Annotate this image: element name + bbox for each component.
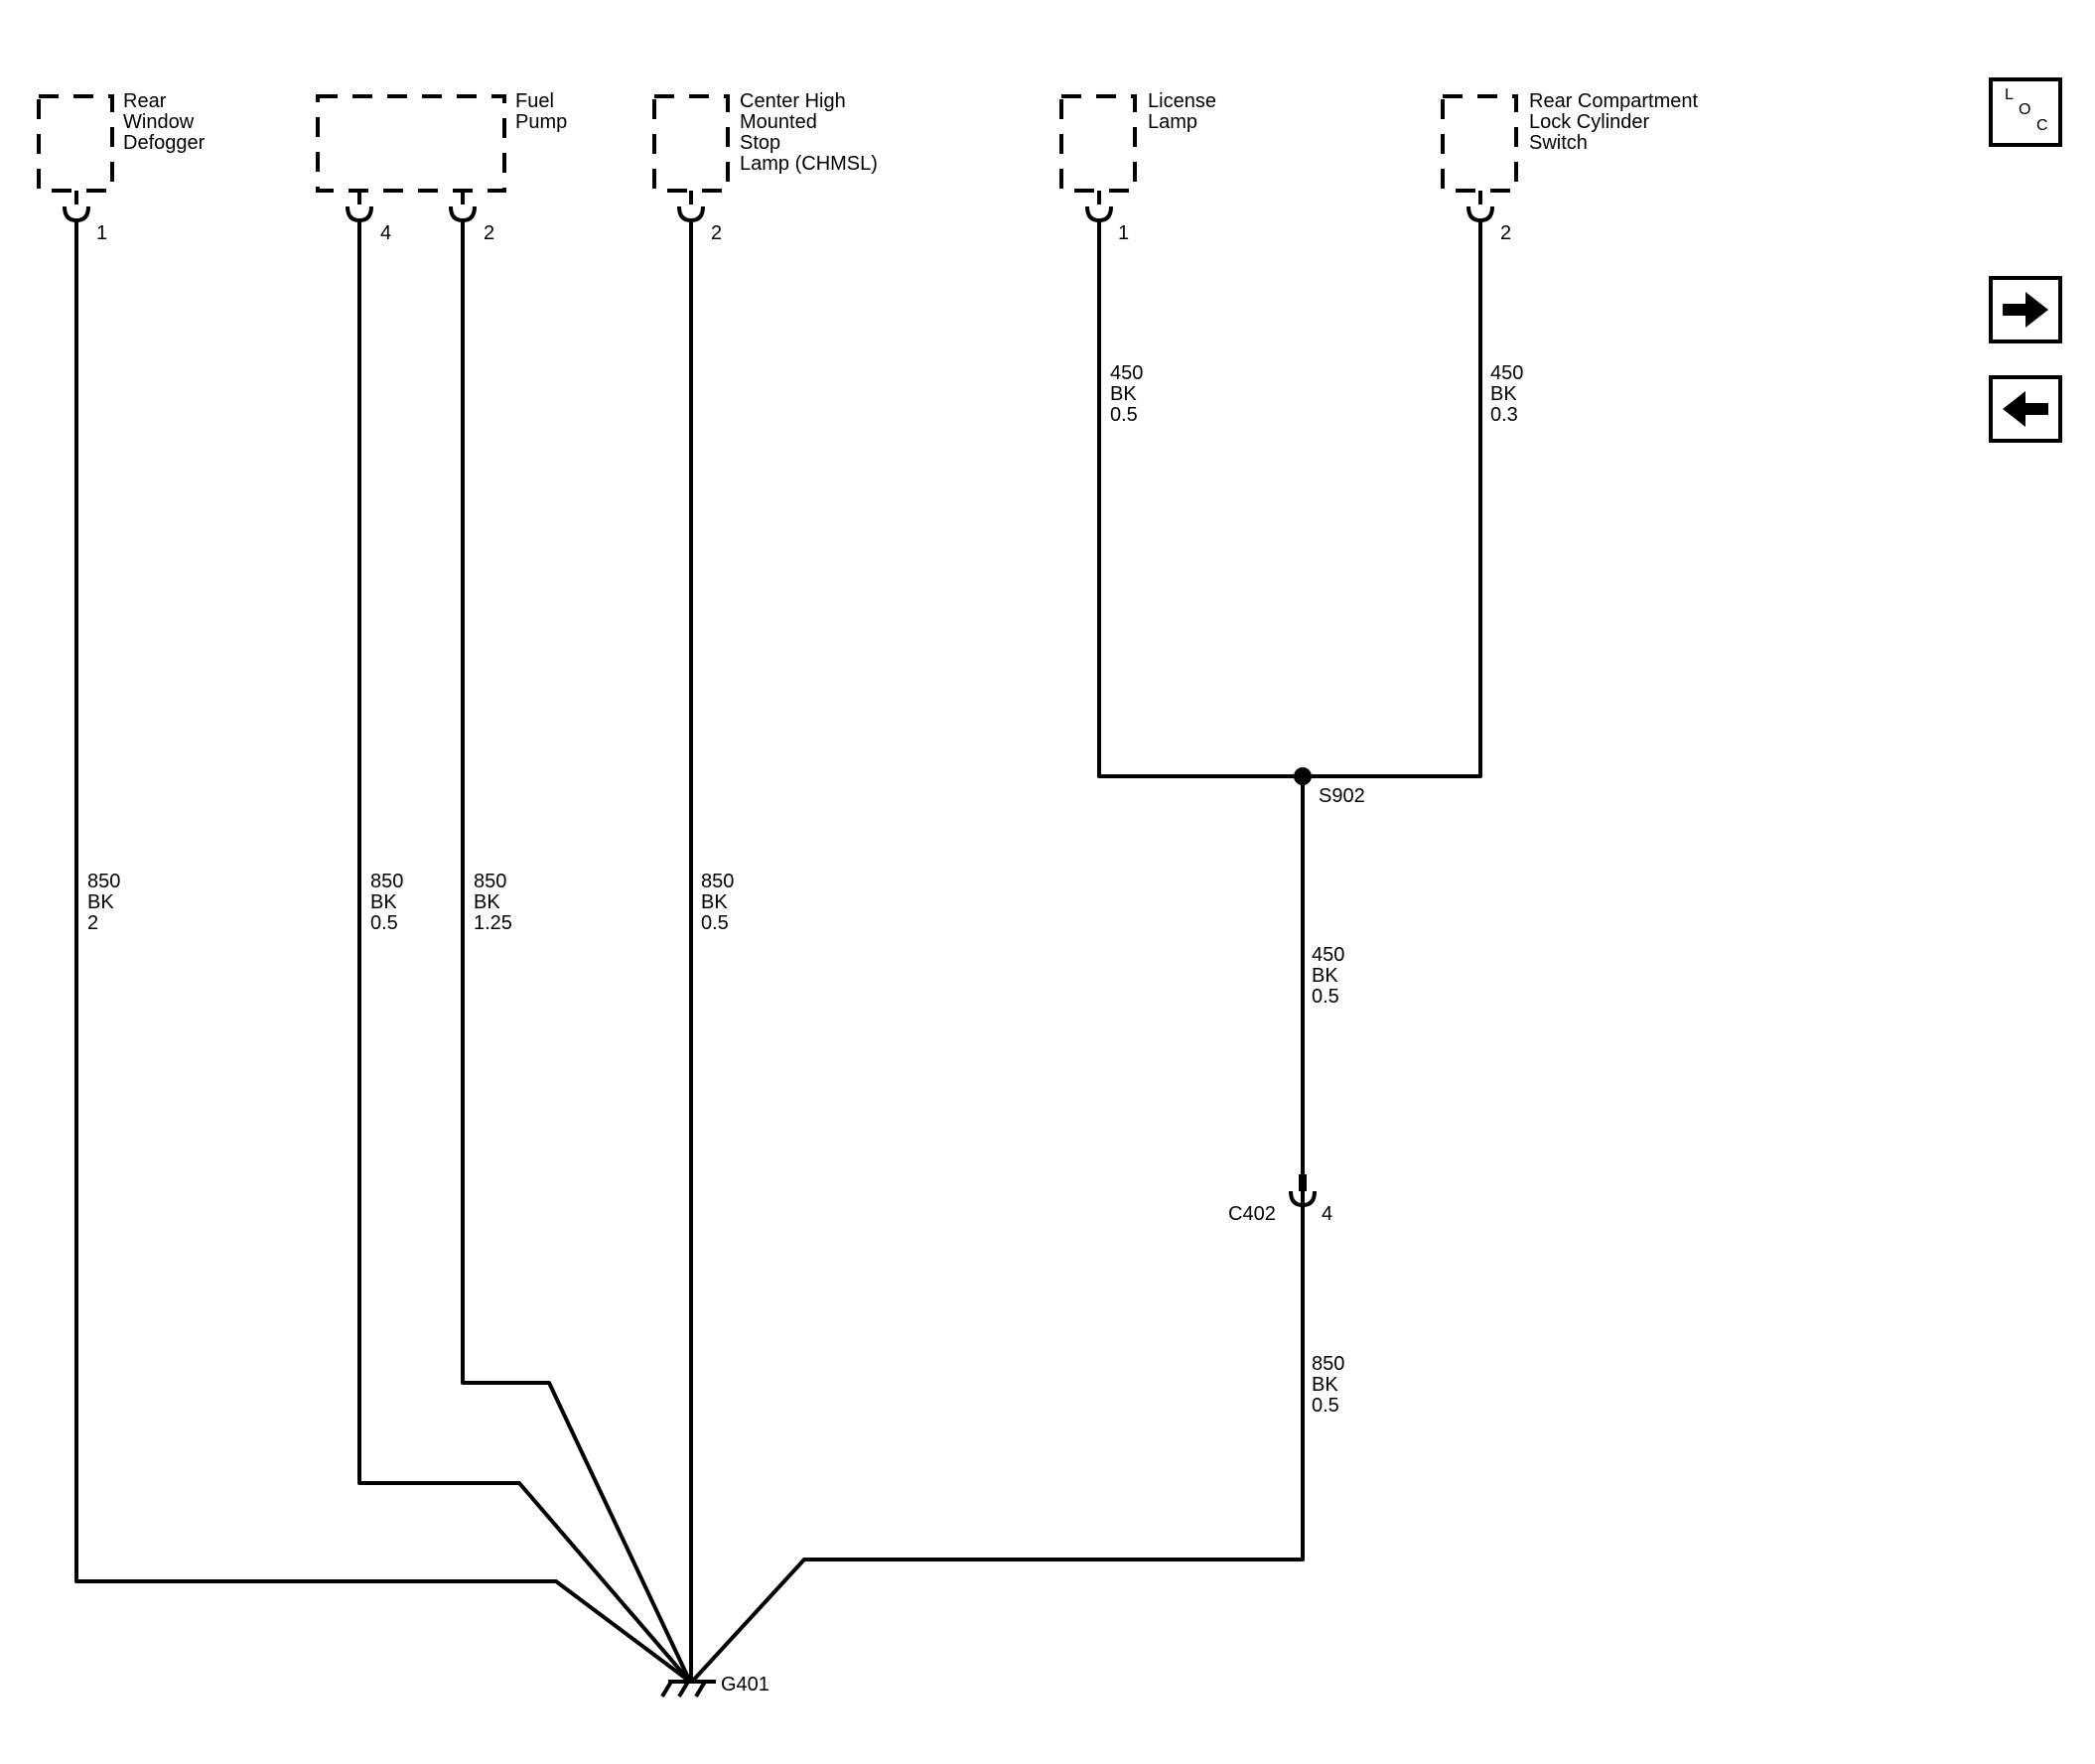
wire-circuit: 850 bbox=[1312, 1353, 1345, 1375]
wire-circuit: 850 bbox=[474, 871, 507, 892]
pin-number: 2 bbox=[484, 222, 495, 244]
ground-symbol bbox=[660, 1680, 716, 1698]
pin-terminal bbox=[1466, 191, 1494, 223]
chmsl-outline bbox=[652, 94, 730, 193]
rear-window-defogger-outline bbox=[37, 94, 114, 193]
wire-color: BK bbox=[1110, 383, 1137, 405]
wire-gauge: 0.3 bbox=[1490, 404, 1518, 426]
wire-license-lamp bbox=[1097, 220, 1303, 778]
pin-terminal bbox=[449, 191, 477, 223]
wire-color: BK bbox=[87, 891, 114, 913]
wire-gauge: 0.5 bbox=[1312, 1395, 1339, 1417]
component-outlines bbox=[37, 94, 1518, 193]
wire-gauge: 0.5 bbox=[1110, 404, 1138, 426]
wire-circuit: 850 bbox=[701, 871, 735, 892]
pin-number: 2 bbox=[711, 222, 723, 244]
wire-color: BK bbox=[370, 891, 397, 913]
pin-terminal bbox=[1085, 191, 1113, 223]
wire-circuit: 450 bbox=[1312, 944, 1345, 966]
fuel-pump-outline bbox=[316, 94, 506, 193]
pin-terminal bbox=[63, 191, 90, 223]
pin-number: 1 bbox=[96, 222, 108, 244]
splice-label: S902 bbox=[1319, 785, 1365, 807]
rear-window-defogger-label: Rear Window Defogger bbox=[123, 90, 206, 154]
wire-circuit: 850 bbox=[370, 871, 404, 892]
wire-circuit: 850 bbox=[87, 871, 121, 892]
wire-circuit: 450 bbox=[1490, 362, 1524, 384]
pin-number: 1 bbox=[1118, 222, 1130, 244]
pin-number: 2 bbox=[1500, 222, 1512, 244]
wire-gauge: 0.5 bbox=[1312, 986, 1339, 1008]
wire-gauge: 2 bbox=[87, 912, 99, 934]
loc-letter-c: C bbox=[2036, 117, 2048, 134]
wire-circuit: 450 bbox=[1110, 362, 1144, 384]
wire-gauge: 0.5 bbox=[701, 912, 729, 934]
wire-gauge: 1.25 bbox=[474, 912, 512, 934]
lock-switch-outline bbox=[1441, 94, 1518, 193]
pin-terminal bbox=[346, 191, 373, 223]
connector-label: C402 bbox=[1228, 1203, 1276, 1225]
chmsl-label: Center High Mounted Stop Lamp (CHMSL) bbox=[740, 90, 878, 175]
wire-rear-window-defogger bbox=[74, 220, 692, 1684]
back-button[interactable] bbox=[1989, 375, 2062, 443]
wire-gauge: 0.5 bbox=[370, 912, 398, 934]
wire-color: BK bbox=[1312, 1374, 1338, 1396]
arrow-left-icon bbox=[2003, 391, 2048, 427]
wire-fuel-pump-pin-4 bbox=[357, 220, 692, 1684]
loc-button[interactable]: L O C bbox=[1989, 77, 2062, 147]
forward-button[interactable] bbox=[1989, 276, 2062, 343]
lock-switch-label: Rear Compartment Lock Cylinder Switch bbox=[1529, 90, 1699, 154]
wire-color: BK bbox=[1312, 965, 1338, 987]
wire-lock-switch bbox=[1303, 220, 1482, 778]
loc-letter-l: L bbox=[2005, 86, 2014, 103]
wire-color: BK bbox=[701, 891, 728, 913]
fuel-pump-label: Fuel Pump bbox=[515, 90, 568, 133]
arrow-right-icon bbox=[2003, 292, 2048, 328]
license-lamp-label: License Lamp bbox=[1148, 90, 1216, 133]
license-lamp-outline bbox=[1059, 94, 1137, 193]
wire-color: BK bbox=[1490, 383, 1517, 405]
connector-symbol bbox=[1289, 1174, 1317, 1208]
wire-color: BK bbox=[474, 891, 500, 913]
wire-fuel-pump-pin-2 bbox=[461, 220, 692, 1683]
pin-terminal bbox=[677, 191, 705, 223]
pin-number: 4 bbox=[380, 222, 392, 244]
ground-label: G401 bbox=[721, 1674, 769, 1696]
connector-pin-number: 4 bbox=[1322, 1203, 1333, 1225]
loc-letter-o: O bbox=[2019, 101, 2031, 118]
wire-paths bbox=[74, 220, 1482, 1684]
pin-terminals bbox=[63, 191, 1494, 223]
splice-dot bbox=[1294, 767, 1312, 785]
wire-connector-to-ground bbox=[690, 1188, 1305, 1684]
